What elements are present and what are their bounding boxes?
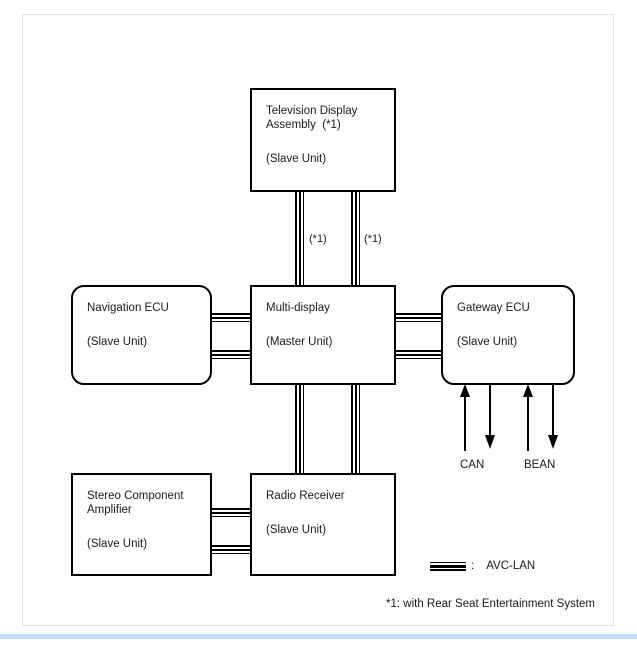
node-title: Multi-display [266,302,330,314]
link-stereo-to-radio-lower [210,545,252,554]
node-subtitle: (Slave Unit) [457,336,518,348]
bean-arrow-up [523,384,533,451]
link-stereo-to-radio-upper [210,508,252,517]
node-title: Navigation ECU [87,302,169,314]
node-gateway-ecu[interactable]: Gateway ECU (Slave Unit) [441,285,575,385]
bean-arrow-down [548,385,558,449]
link-navigation-to-multidisplay-lower [210,350,252,359]
legend-label: AVC-LAN [486,560,536,572]
link-navigation-to-multidisplay-upper [210,313,252,322]
link-label-tv-right: (*1) [364,233,382,245]
link-label-tv-left: (*1) [309,233,327,245]
node-multi-display[interactable]: Multi-display (Master Unit) [250,285,396,385]
link-multidisplay-to-radio-right [351,383,360,475]
node-navigation-ecu[interactable]: Navigation ECU (Slave Unit) [71,285,212,385]
vehicle-bus-arrows [460,384,558,451]
node-title: Gateway ECU [457,302,530,314]
link-multidisplay-to-gateway-lower [394,350,443,359]
link-tv-to-multidisplay-right [351,190,360,287]
can-arrow-up [460,384,470,451]
node-subtitle: (Slave Unit) [266,153,327,165]
bus-label-can: CAN [460,459,485,471]
node-subtitle: (Master Unit) [266,336,333,348]
legend-avc-lan: : AVC-LAN [430,560,535,572]
node-radio-receiver[interactable]: Radio Receiver (Slave Unit) [250,473,396,576]
link-tv-to-multidisplay-left [295,190,304,287]
can-arrow-down [485,385,495,449]
node-title: Radio Receiver [266,490,345,502]
bottom-accent-bar [0,634,637,639]
link-multidisplay-to-gateway-upper [394,313,443,322]
avc-lan-line-symbol-icon [430,561,466,571]
legend-separator: : [471,560,475,572]
link-multidisplay-to-radio-left [295,383,304,475]
bus-label-bean: BEAN [524,459,556,471]
node-subtitle: (Slave Unit) [87,336,148,348]
node-subtitle: (Slave Unit) [266,524,327,536]
node-subtitle: (Slave Unit) [87,538,148,550]
footnote-asterisk-1: *1: with Rear Seat Entertainment System [386,598,596,610]
